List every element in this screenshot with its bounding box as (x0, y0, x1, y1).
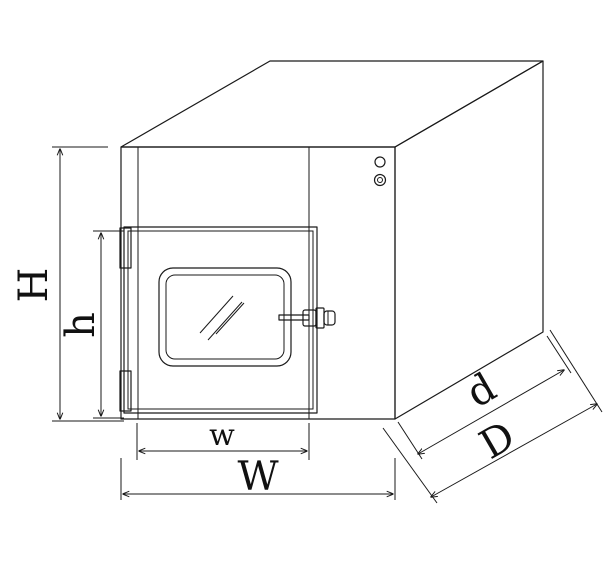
door-outer-frame (123, 226, 318, 414)
door-latch-icon (278, 307, 336, 329)
side-face (394, 60, 544, 420)
door (119, 226, 336, 414)
dimension-overall-height: H (11, 146, 124, 422)
label-overall-width: W (237, 454, 278, 500)
dimension-overall-depth: D (382, 329, 603, 504)
glass-reflection-line-3 (215, 302, 245, 335)
hinge-bottom-icon (119, 370, 132, 412)
label-overall-depth: D (472, 413, 523, 469)
indicator-light-bottom-inner-icon (377, 177, 383, 183)
cabinet-body (120, 60, 544, 420)
dimension-overall-width: W (120, 454, 396, 500)
door-window-inner (165, 274, 285, 360)
glass-reflection-line-1 (199, 295, 234, 334)
glass-reflection-line-2 (207, 301, 243, 341)
label-door-height: h (58, 312, 104, 338)
indicator-light-bottom-icon (373, 173, 387, 187)
label-door-width: w (209, 418, 235, 453)
front-face (120, 146, 396, 420)
dimension-door-width: w (136, 418, 310, 460)
indicator-lights (373, 156, 387, 187)
indicator-light-top-icon (374, 156, 386, 168)
door-inner-frame (127, 230, 314, 410)
dimension-door-height: h (58, 230, 124, 419)
label-door-depth: d (459, 364, 504, 417)
door-window-outer (158, 267, 292, 367)
label-overall-height: H (11, 268, 57, 303)
top-face (120, 60, 544, 148)
hinge-top-icon (119, 227, 132, 269)
